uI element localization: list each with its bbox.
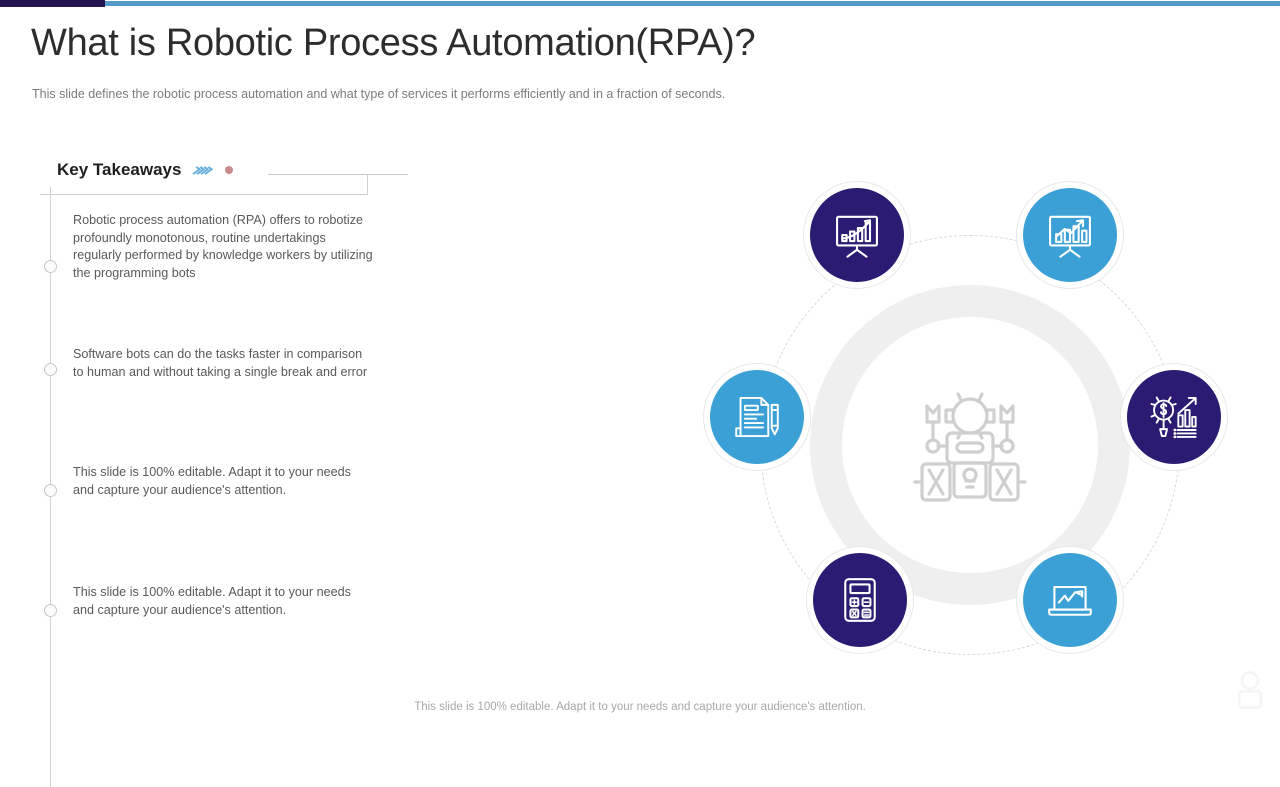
top-accent-bar bbox=[0, 0, 1280, 7]
top-accent-bar-dark bbox=[0, 0, 105, 7]
page-subtitle: This slide defines the robotic process a… bbox=[32, 87, 726, 101]
finance-analysis-icon bbox=[1150, 396, 1197, 439]
inner-white-disc bbox=[842, 317, 1098, 573]
presentation-growth-chart-icon bbox=[836, 215, 878, 258]
takeaway-text: Robotic process automation (RPA) offers … bbox=[73, 213, 373, 280]
presentation-bar-chart-icon bbox=[1049, 215, 1091, 258]
timeline-node-icon bbox=[44, 363, 57, 376]
chevrons-right-icon bbox=[190, 165, 214, 175]
diagram-node-presentation-bar-chart[interactable] bbox=[1023, 188, 1117, 282]
key-takeaways-header: Key Takeaways bbox=[57, 160, 234, 180]
takeaway-text: Software bots can do the tasks faster in… bbox=[73, 347, 368, 379]
page-title: What is Robotic Process Automation(RPA)? bbox=[31, 22, 756, 64]
timeline-node-icon bbox=[44, 260, 57, 273]
document-pen-icon bbox=[735, 396, 779, 438]
diagram-node-calculator[interactable] bbox=[813, 553, 907, 647]
key-takeaways-frame bbox=[40, 174, 368, 195]
rpa-circular-diagram bbox=[660, 140, 1280, 700]
key-takeaways-rule bbox=[268, 174, 408, 175]
key-takeaways-panel: Key Takeaways Robotic process automation… bbox=[40, 155, 408, 787]
top-accent-bar-blue bbox=[105, 1, 1280, 6]
key-takeaways-heading: Key Takeaways bbox=[57, 160, 182, 179]
robot-icon bbox=[905, 380, 1035, 510]
bullet-dot-icon bbox=[225, 166, 234, 174]
takeaway-text: This slide is 100% editable. Adapt it to… bbox=[73, 585, 351, 617]
calculator-icon bbox=[844, 578, 876, 622]
diagram-node-finance-analysis[interactable] bbox=[1127, 370, 1221, 464]
diagram-node-presentation-growth-chart[interactable] bbox=[810, 188, 904, 282]
diagram-node-document-pen[interactable] bbox=[710, 370, 804, 464]
laptop-line-chart-icon bbox=[1048, 585, 1092, 616]
watermark-icon bbox=[1232, 668, 1268, 712]
footer-note: This slide is 100% editable. Adapt it to… bbox=[414, 701, 866, 713]
timeline-node-icon bbox=[44, 484, 57, 497]
timeline-node-icon bbox=[44, 604, 57, 617]
takeaway-text: This slide is 100% editable. Adapt it to… bbox=[73, 465, 351, 497]
diagram-node-laptop-line-chart[interactable] bbox=[1023, 553, 1117, 647]
